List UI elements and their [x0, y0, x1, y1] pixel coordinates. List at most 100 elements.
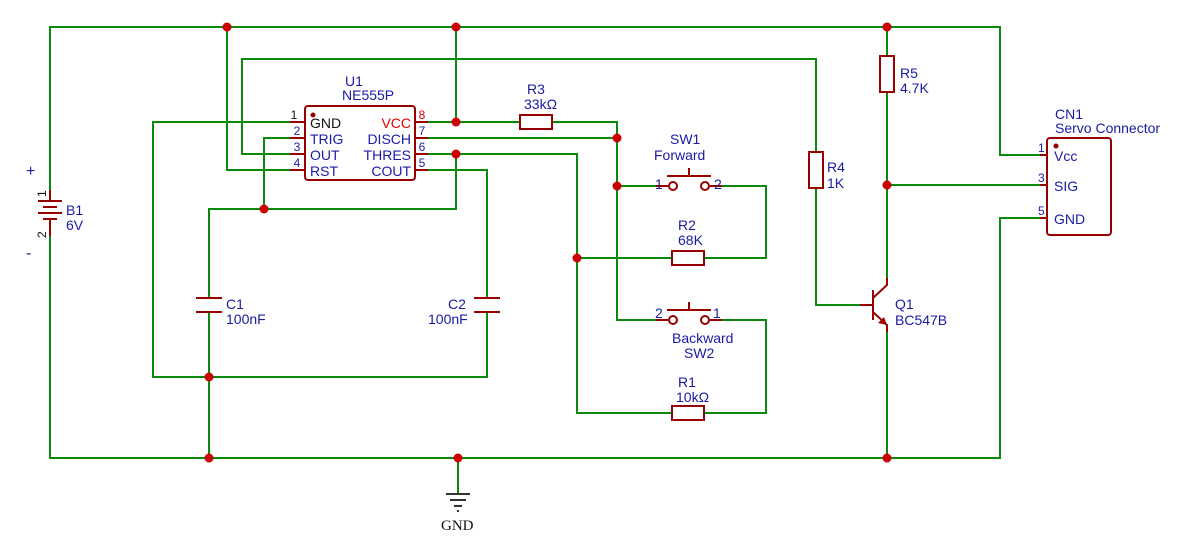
junction — [259, 204, 269, 214]
cn1-pin1-marker — [1053, 143, 1059, 149]
sw1-actuator — [667, 168, 711, 177]
junction — [204, 372, 214, 382]
wire-thres-trig — [263, 153, 457, 210]
r5-body — [879, 55, 895, 93]
u1-pin-num: 5 — [419, 156, 426, 170]
c2-capacitor: C2 100nF — [428, 296, 500, 327]
wire-bottom-rail — [49, 217, 1041, 459]
b1-pin2: 2 — [35, 231, 49, 238]
junction — [451, 149, 461, 159]
u1-pin-num: 7 — [419, 124, 426, 138]
cn1-pin-num: 3 — [1038, 171, 1045, 185]
cn1-ref: CN1 — [1055, 106, 1083, 122]
ground-label: GND — [441, 518, 474, 534]
wire-trig — [263, 137, 291, 210]
cn1-pin-name: GND — [1054, 211, 1085, 227]
cn1-pin-num: 5 — [1038, 204, 1045, 218]
c2-value: 100nF — [428, 311, 468, 327]
ground-symbol: GND — [441, 493, 474, 534]
q1-value: BC547B — [895, 312, 947, 328]
u1-pin-num: 1 — [291, 108, 298, 122]
sw2-actuator — [667, 302, 711, 311]
r2-resistor: R2 68K — [671, 217, 705, 266]
u1-body — [304, 105, 416, 181]
u1-pin-num: 6 — [419, 140, 426, 154]
u1-ne555p: U1 NE555P 1 GND 2 TRIG 3 OUT 4 RST 8 VCC… — [290, 73, 428, 181]
u1-pin-name: COUT — [371, 163, 411, 179]
u1-value: NE555P — [342, 87, 394, 103]
cn1-pin-num: 1 — [1038, 141, 1045, 155]
sw1-value: Forward — [654, 147, 705, 163]
r1-value: 10kΩ — [676, 389, 709, 405]
junctions — [204, 22, 892, 463]
c2-ref: C2 — [448, 296, 466, 312]
u1-pin-leads — [290, 121, 428, 171]
junction — [572, 253, 582, 263]
q1-transistor: Q1 BC547B — [860, 278, 947, 332]
r4-body — [808, 151, 824, 189]
r3-body — [519, 114, 553, 130]
junction — [612, 181, 622, 191]
cn1-body — [1046, 137, 1112, 236]
wire-top-rail — [49, 26, 1041, 156]
wire-out-r4 — [241, 58, 817, 155]
b1-value: 6V — [66, 217, 84, 233]
r3-value: 33kΩ — [524, 96, 557, 112]
sw2-contact — [700, 315, 710, 325]
b1-minus: - — [26, 245, 31, 262]
sw2-value: Backward — [672, 330, 733, 346]
r3-resistor: R3 33kΩ — [519, 81, 557, 130]
r1-resistor: R1 10kΩ — [671, 374, 709, 421]
sw2-switch: 2 1 Backward SW2 — [655, 302, 733, 361]
wire-sw1-r2-right — [703, 185, 767, 259]
wire-c1 — [208, 208, 265, 459]
u1-pin-name: OUT — [310, 147, 340, 163]
r1-ref: R1 — [678, 374, 696, 390]
b1-battery: + - 1 2 B1 6V — [26, 163, 84, 262]
r5-value: 4.7K — [900, 80, 929, 96]
u1-pin-name: RST — [310, 163, 338, 179]
u1-pin-name: TRIG — [310, 131, 343, 147]
u1-pin-num: 2 — [294, 124, 301, 138]
b1-symbol — [38, 190, 62, 236]
ground-icon — [446, 493, 470, 512]
u1-pin1-marker — [310, 112, 316, 118]
sw1-contact — [700, 181, 710, 191]
cn1-pin-name: Vcc — [1054, 148, 1077, 164]
wire-sw2-r1-right — [703, 319, 767, 414]
r4-ref: R4 — [827, 159, 845, 175]
wire-disch-switches — [616, 137, 657, 321]
u1-pin-num: 3 — [294, 140, 301, 154]
cn1-pin-leads — [1040, 154, 1047, 219]
junction — [882, 22, 892, 32]
sw2-pin: 1 — [713, 305, 721, 321]
r3-ref: R3 — [527, 81, 545, 97]
r4-value: 1K — [827, 175, 845, 191]
c1-plates — [196, 297, 222, 313]
wire-c2 — [427, 169, 488, 378]
r2-body — [671, 250, 705, 266]
wire-thres — [427, 153, 673, 414]
wire-r3-disch — [427, 121, 618, 139]
b1-ref: B1 — [66, 202, 83, 218]
u1-pin-name: DISCH — [367, 131, 411, 147]
r5-ref: R5 — [900, 65, 918, 81]
junction — [453, 453, 463, 463]
r4-resistor: R4 1K — [808, 151, 845, 191]
sw2-contact — [668, 315, 678, 325]
u1-ref: U1 — [345, 73, 363, 89]
q1-collector — [872, 278, 888, 299]
r5-resistor: R5 4.7K — [879, 55, 929, 96]
wire-gnd-pin — [152, 121, 488, 378]
junction — [222, 22, 232, 32]
u1-pin-num: 4 — [294, 156, 301, 170]
wire-r4-base — [815, 189, 861, 306]
sw1-pin: 1 — [655, 176, 663, 192]
u1-pin-num: 8 — [419, 108, 426, 122]
c1-value: 100nF — [226, 311, 266, 327]
wire-rst — [226, 26, 291, 171]
c1-capacitor: C1 100nF — [196, 296, 266, 327]
cn1-value: Servo Connector — [1055, 120, 1160, 136]
sw1-contact — [668, 181, 678, 191]
